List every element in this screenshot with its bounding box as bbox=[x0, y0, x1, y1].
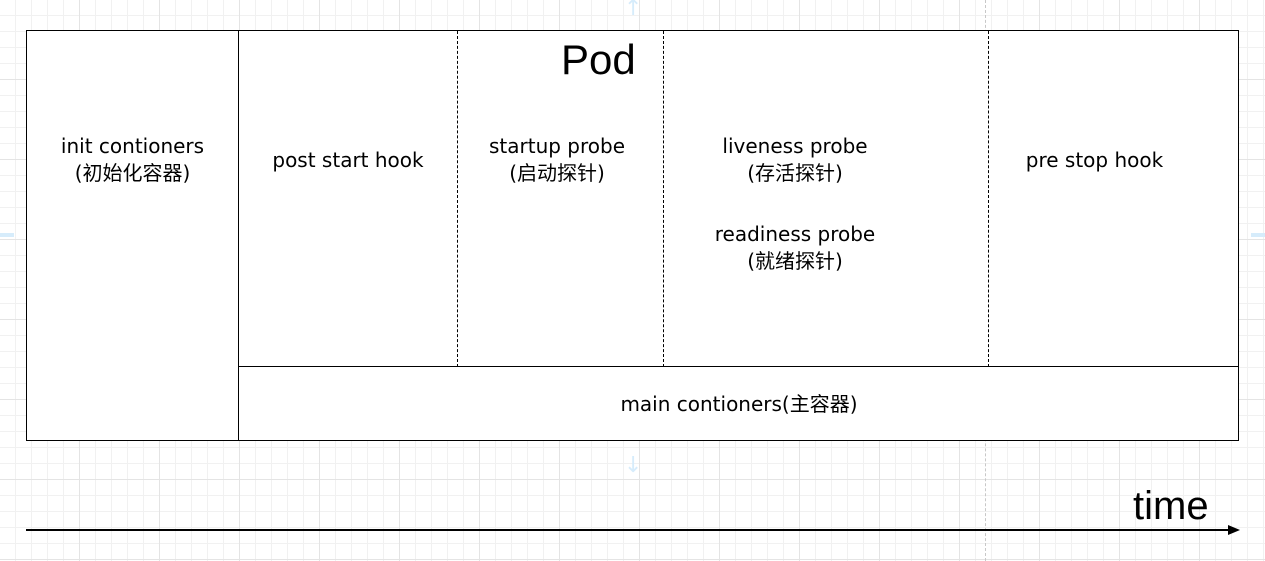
phase-divider-1 bbox=[238, 31, 239, 367]
init-containers-name: init contioners bbox=[60, 134, 205, 158]
init-containers-label: init contioners (初始化容器) bbox=[27, 133, 238, 187]
pre-stop-hook-label: pre stop hook bbox=[1025, 148, 1164, 172]
liveness-probe-cn: (存活探针) bbox=[747, 161, 843, 185]
liveness-probe-label: liveness probe (存活探针) bbox=[664, 133, 926, 187]
guide-arrow-up-icon: ↑ bbox=[624, 0, 643, 21]
guide-arrow-down-icon: ↓ bbox=[624, 453, 643, 478]
startup-probe-cn: (启动探针) bbox=[509, 161, 605, 185]
readiness-probe-label: readiness probe (就绪探针) bbox=[664, 221, 926, 275]
startup-probe-name: startup probe bbox=[488, 134, 626, 158]
post-start-hook-label: post start hook bbox=[272, 148, 424, 172]
init-containers-cn: (初始化容器) bbox=[74, 161, 191, 185]
phase-divider-2 bbox=[457, 31, 458, 367]
time-axis-label: time bbox=[1133, 484, 1209, 528]
readiness-probe-name: readiness probe bbox=[714, 222, 876, 246]
pod-title: Pod bbox=[561, 36, 636, 83]
startup-probe-label: startup probe (启动探针) bbox=[458, 133, 656, 187]
phase-divider-3 bbox=[663, 31, 664, 367]
main-containers-label: main contioners(主容器) bbox=[620, 392, 858, 416]
time-axis-line bbox=[26, 529, 1228, 531]
pod-container-box[interactable] bbox=[26, 30, 1239, 441]
phase-divider-4 bbox=[988, 31, 989, 367]
liveness-probe-name: liveness probe bbox=[722, 134, 868, 158]
readiness-probe-cn: (就绪探针) bbox=[747, 249, 843, 273]
main-containers-top-border bbox=[238, 366, 1239, 367]
guide-marker-left bbox=[0, 233, 14, 237]
guide-marker-right bbox=[1251, 233, 1265, 237]
time-axis-arrowhead-icon bbox=[1228, 525, 1240, 535]
